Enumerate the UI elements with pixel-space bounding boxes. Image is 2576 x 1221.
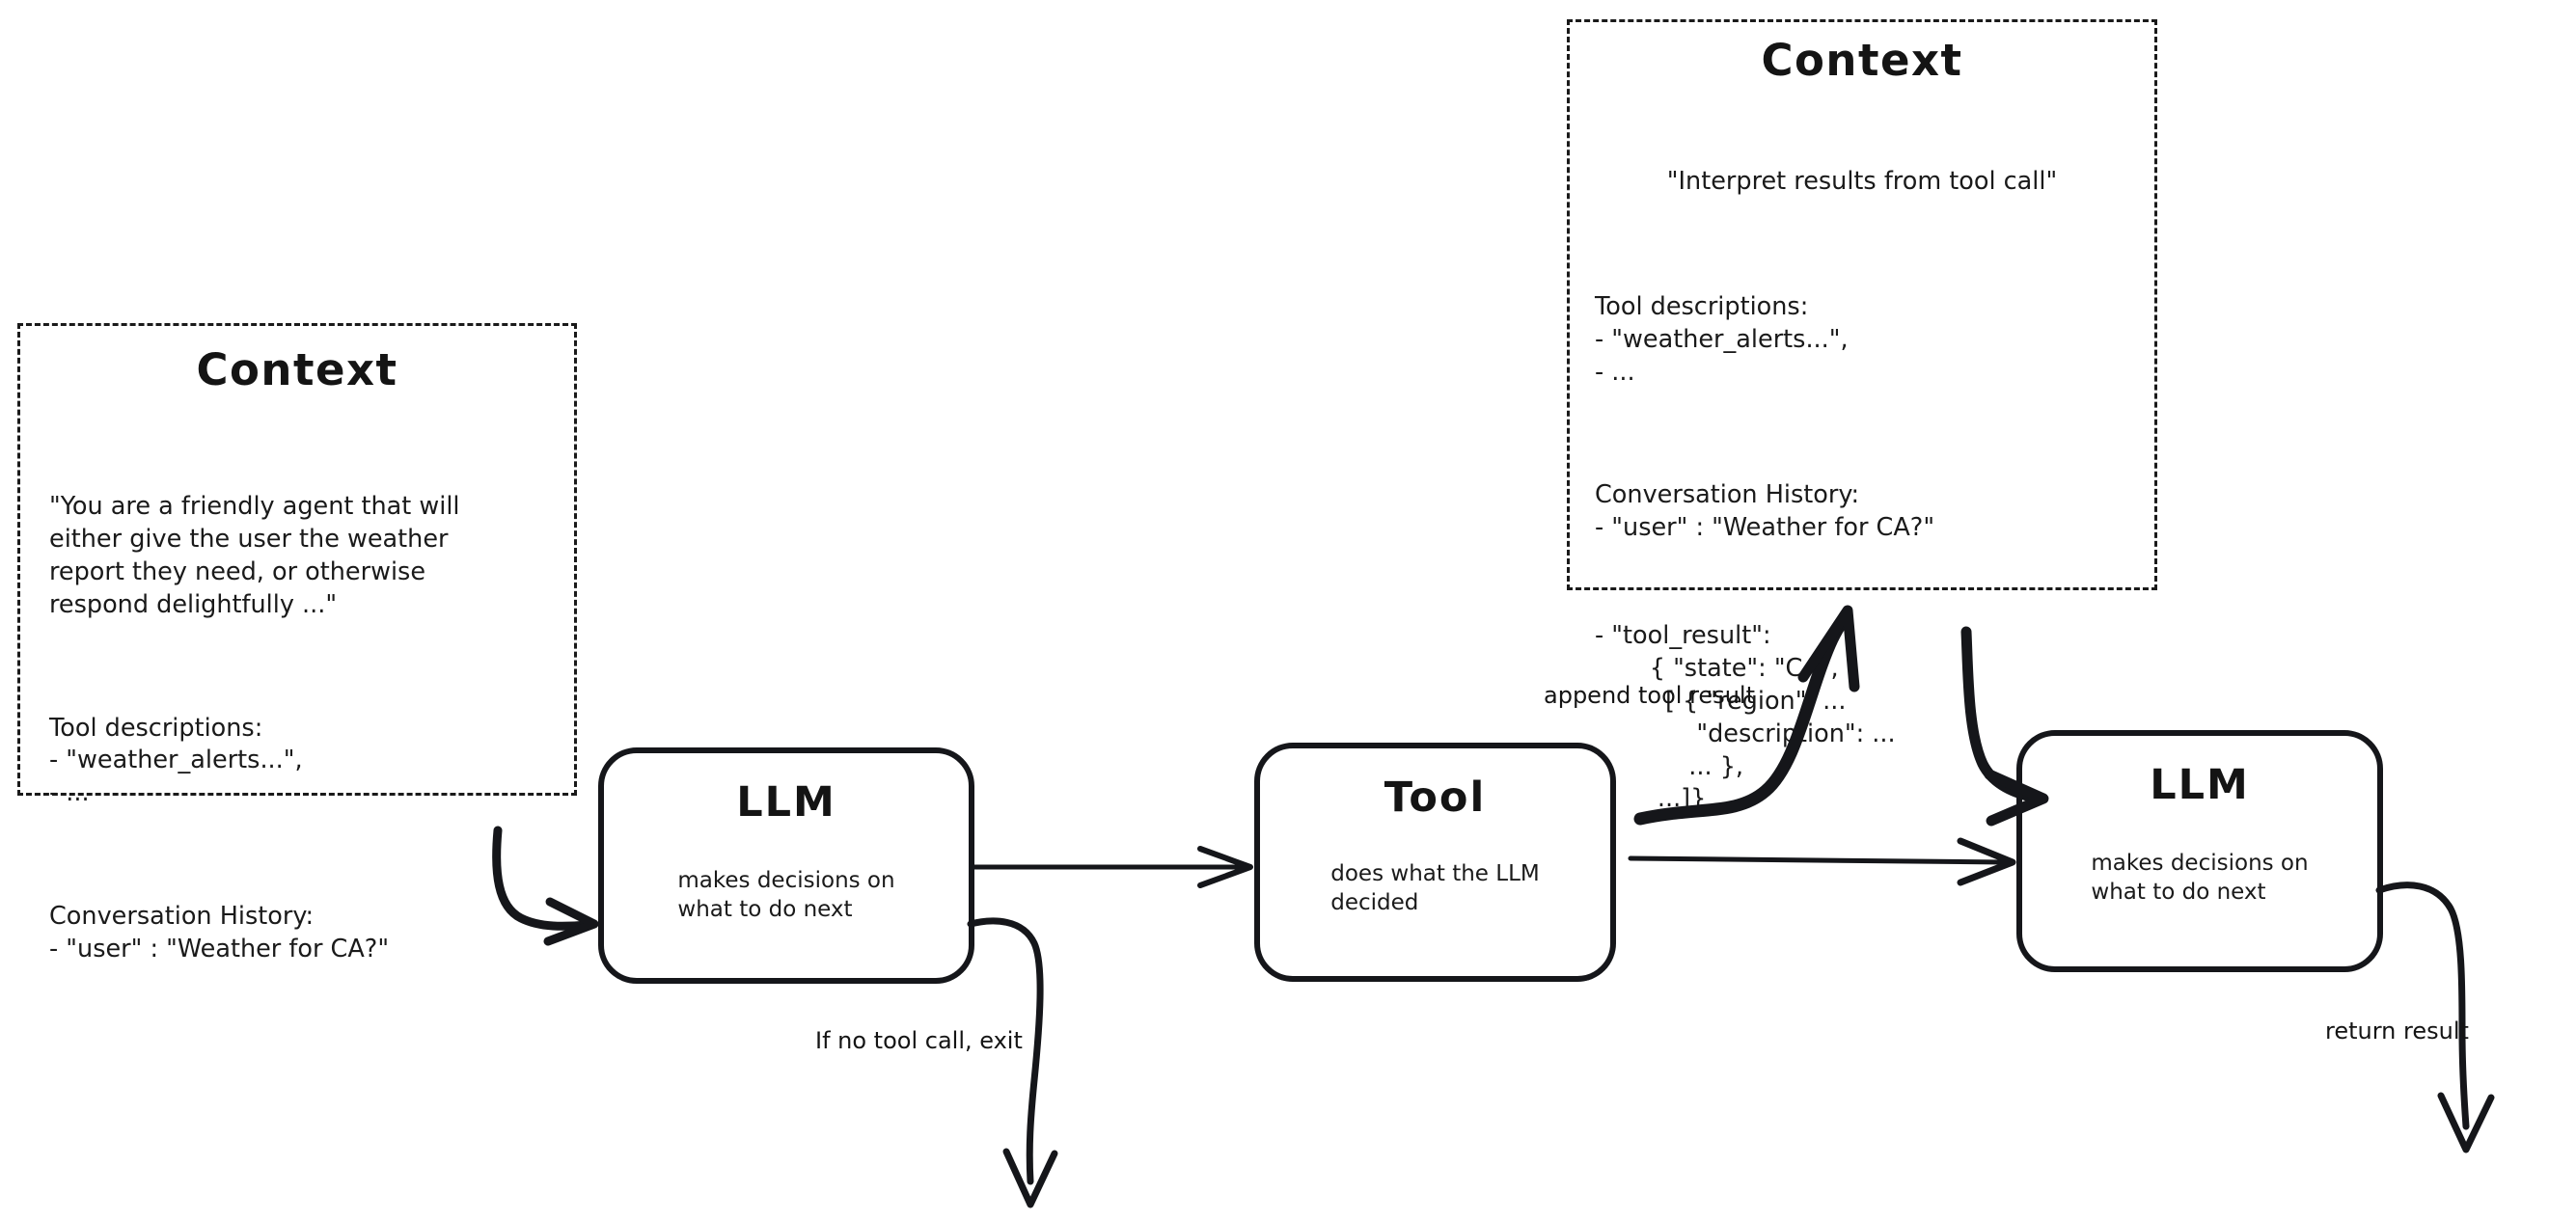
context-right-system-prompt: "Interpret results from tool call" (1666, 167, 2058, 197)
edge-label-return-result: return result (2325, 1018, 2469, 1045)
context-right-title: Context (1761, 35, 1963, 86)
node-tool[interactable]: Tool does what the LLM decided (1254, 743, 1616, 982)
context-box-right: Context "Interpret results from tool cal… (1567, 19, 2157, 813)
node-llm-first-title: LLM (736, 778, 836, 827)
node-tool-title: Tool (1384, 773, 1487, 822)
context-right-tool-descriptions: Tool descriptions: - "weather_alerts..."… (1595, 291, 1849, 387)
context-left-title: Context (196, 344, 398, 395)
node-llm-second-subtitle: makes decisions on what to do next (2091, 851, 2309, 905)
node-llm-first[interactable]: LLM makes decisions on what to do next (598, 747, 974, 984)
node-llm-first-subtitle: makes decisions on what to do next (677, 868, 895, 922)
edge-llm-to-tool (972, 846, 1253, 888)
edge-label-append-tool-result: append tool result (1544, 682, 1755, 709)
node-llm-second[interactable]: LLM makes decisions on what to do next (2016, 730, 2383, 972)
context-right-conversation-history: Conversation History: - "user" : "Weathe… (1595, 480, 1935, 543)
context-box-left: Context "You are a friendly agent that w… (17, 323, 577, 963)
context-left-tool-descriptions: Tool descriptions: - "weather_alerts..."… (49, 713, 303, 808)
node-tool-subtitle: does what the LLM decided (1330, 861, 1540, 915)
context-left-body: "You are a friendly agent that will eith… (49, 425, 545, 1031)
edge-label-exit: If no tool call, exit (815, 1027, 1023, 1054)
edge-exit (967, 917, 1058, 1208)
context-left-conversation-history: Conversation History: - "user" : "Weathe… (49, 902, 390, 963)
context-left-system-prompt: "You are a friendly agent that will eith… (49, 492, 460, 619)
node-llm-second-title: LLM (2150, 761, 2250, 809)
